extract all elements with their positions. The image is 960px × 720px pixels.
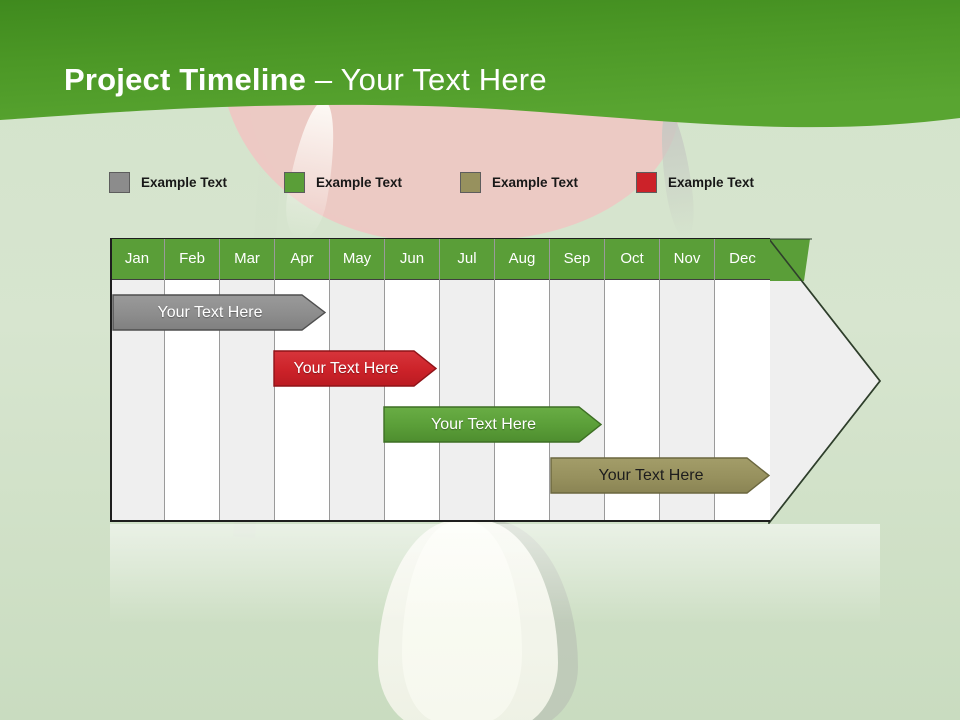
month-column-aug: Aug [495,238,550,522]
task-bar-label: Your Text Here [598,466,704,484]
square-swatch-green-icon [284,171,305,193]
square-swatch-olive-icon [460,171,481,193]
task-bar-shape [550,457,770,494]
month-column-body [385,280,439,522]
task-bar-shape [383,406,602,443]
legend-item-label: Example Text [492,174,579,190]
task-bar-3[interactable]: Your Text Here [383,406,602,443]
square-swatch-red-icon [636,171,657,193]
month-column-body [440,280,494,522]
gantt-chart: Jan Feb Mar Apr May Jun [110,238,882,524]
task-bar-label: Your Text Here [157,303,263,321]
month-header-label: May [330,238,384,280]
month-header-label: Mar [220,238,274,280]
task-bar-label: Your Text Here [431,415,536,433]
legend: Example Text Example Text Example Text E… [109,170,754,194]
task-bar-label: Your Text Here [293,359,399,377]
month-header-label: Dec [715,238,770,280]
month-column-body [495,280,549,522]
task-bar-2[interactable]: Your Text Here [273,350,437,387]
month-header-label: Jun [385,238,439,280]
month-header-label: Aug [495,238,549,280]
task-bar-1[interactable]: Your Text Here [112,294,326,331]
month-header-label: Sep [550,238,604,280]
month-column-may: May [330,238,385,522]
month-header-label: Apr [275,238,329,280]
month-column-jun: Jun [385,238,440,522]
header-band [0,0,960,140]
legend-item-label: Example Text [668,174,755,190]
month-header-label: Jul [440,238,494,280]
month-column-body [330,280,384,522]
legend-item-label: Example Text [141,174,228,190]
month-column-jul: Jul [440,238,495,522]
legend-item-3[interactable]: Example Text [460,170,636,194]
task-bars: Your Text Here Your Text Here [110,238,880,522]
month-header-label: Feb [165,238,219,280]
page-title-strong: Project Timeline [64,62,307,97]
legend-item-2[interactable]: Example Text [284,170,460,194]
page-title-light: – Your Text Here [306,62,547,97]
month-column-apr: Apr [275,238,330,522]
page-title: Project Timeline – Your Text Here [64,58,547,102]
month-header-label: Oct [605,238,659,280]
month-grid: Jan Feb Mar Apr May Jun [110,238,770,522]
legend-item-label: Example Text [316,174,403,190]
month-header-label: Jan [110,238,164,280]
task-bar-4[interactable]: Your Text Here [550,457,770,494]
square-swatch-gray-icon [109,171,130,193]
legend-item-1[interactable]: Example Text [109,170,284,194]
legend-item-4[interactable]: Example Text [636,170,754,194]
month-header-label: Nov [660,238,714,280]
task-bar-shape [273,350,437,387]
task-bar-shape [112,294,326,331]
